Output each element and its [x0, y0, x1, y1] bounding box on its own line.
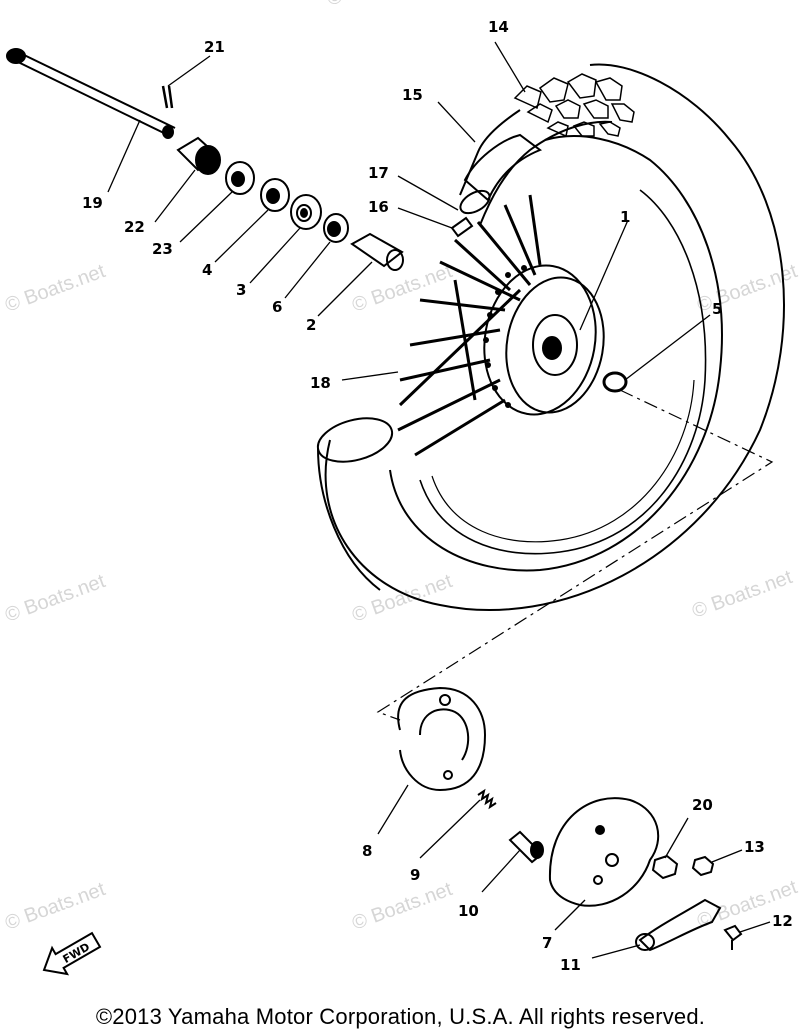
callout-9: 9 [410, 866, 420, 884]
brake-shoe [397, 686, 487, 792]
callout-3: 3 [236, 281, 246, 299]
dust-cover [225, 161, 255, 195]
watermark: © Boats.net [324, 0, 430, 11]
hub-flange [483, 264, 597, 416]
fwd-arrow: FWD [42, 931, 102, 976]
wheel-axle [17, 61, 171, 137]
tire-cut-left-body [317, 447, 381, 591]
rim-line [431, 379, 695, 543]
spokes [397, 194, 542, 457]
tube-end [459, 189, 491, 215]
callout-22: 22 [124, 218, 145, 236]
nut-20 [651, 854, 679, 880]
wheel-assembly [316, 63, 785, 721]
cotter-pin [161, 85, 174, 109]
copyright-notice: ©2013 Yamaha Motor Corporation, U.S.A. A… [95, 1004, 706, 1029]
axis-line [376, 389, 774, 721]
watermark: © Boats.net [349, 878, 455, 935]
hub-bore [542, 336, 562, 360]
callout-13: 13 [744, 838, 765, 856]
callout-15: 15 [402, 86, 423, 104]
callout-10: 10 [458, 902, 479, 920]
callout-16: 16 [368, 198, 389, 216]
callout-6: 6 [272, 298, 282, 316]
nut-13 [691, 855, 715, 877]
tire-inner-edge [389, 135, 723, 572]
bearing-4 [260, 178, 290, 212]
callout-19: 19 [82, 194, 103, 212]
spacer [350, 232, 404, 268]
collar [602, 371, 628, 393]
watermark: © Boats.net [2, 260, 108, 317]
bearing-3 [290, 194, 322, 230]
watermark: © Boats.net [689, 566, 795, 623]
hub-drum [505, 276, 605, 414]
camshaft-lever [638, 898, 722, 952]
hub-center [532, 314, 578, 376]
tube [463, 133, 543, 202]
callout-12: 12 [772, 912, 793, 930]
callout-21: 21 [204, 38, 225, 56]
tire-cut-top-2 [479, 120, 613, 226]
oil-seal [323, 213, 349, 243]
spring [477, 788, 497, 810]
callout-14: 14 [488, 18, 509, 36]
callout-7: 7 [542, 934, 552, 952]
watermark: © Boats.net [349, 570, 455, 627]
tread-blocks [513, 73, 635, 138]
callout-18: 18 [310, 374, 331, 392]
rim-line [419, 189, 707, 555]
callout-11: 11 [560, 956, 581, 974]
callout-8: 8 [362, 842, 372, 860]
tire-outline [324, 63, 785, 611]
tire-cut-top [459, 109, 521, 196]
valve [450, 216, 474, 238]
watermark: © Boats.net [2, 878, 108, 935]
hub-holes [483, 265, 527, 408]
callout-4: 4 [202, 261, 212, 279]
bolt [723, 924, 743, 950]
callout-2: 2 [306, 316, 316, 334]
brake-shoe-plate [548, 797, 660, 907]
leader-lines [107, 41, 771, 959]
callout-20: 20 [692, 796, 713, 814]
arrow-left-icon [42, 931, 102, 976]
brake-assembly [397, 686, 743, 952]
watermark: © Boats.net [2, 570, 108, 627]
callout-17: 17 [368, 164, 389, 182]
callout-1: 1 [620, 208, 630, 226]
callout-5: 5 [712, 300, 722, 318]
callout-23: 23 [152, 240, 173, 258]
callouts: 1 2 3 4 5 6 7 8 9 10 11 12 13 14 15 16 1… [82, 18, 793, 974]
axle-hardware [6, 48, 404, 271]
